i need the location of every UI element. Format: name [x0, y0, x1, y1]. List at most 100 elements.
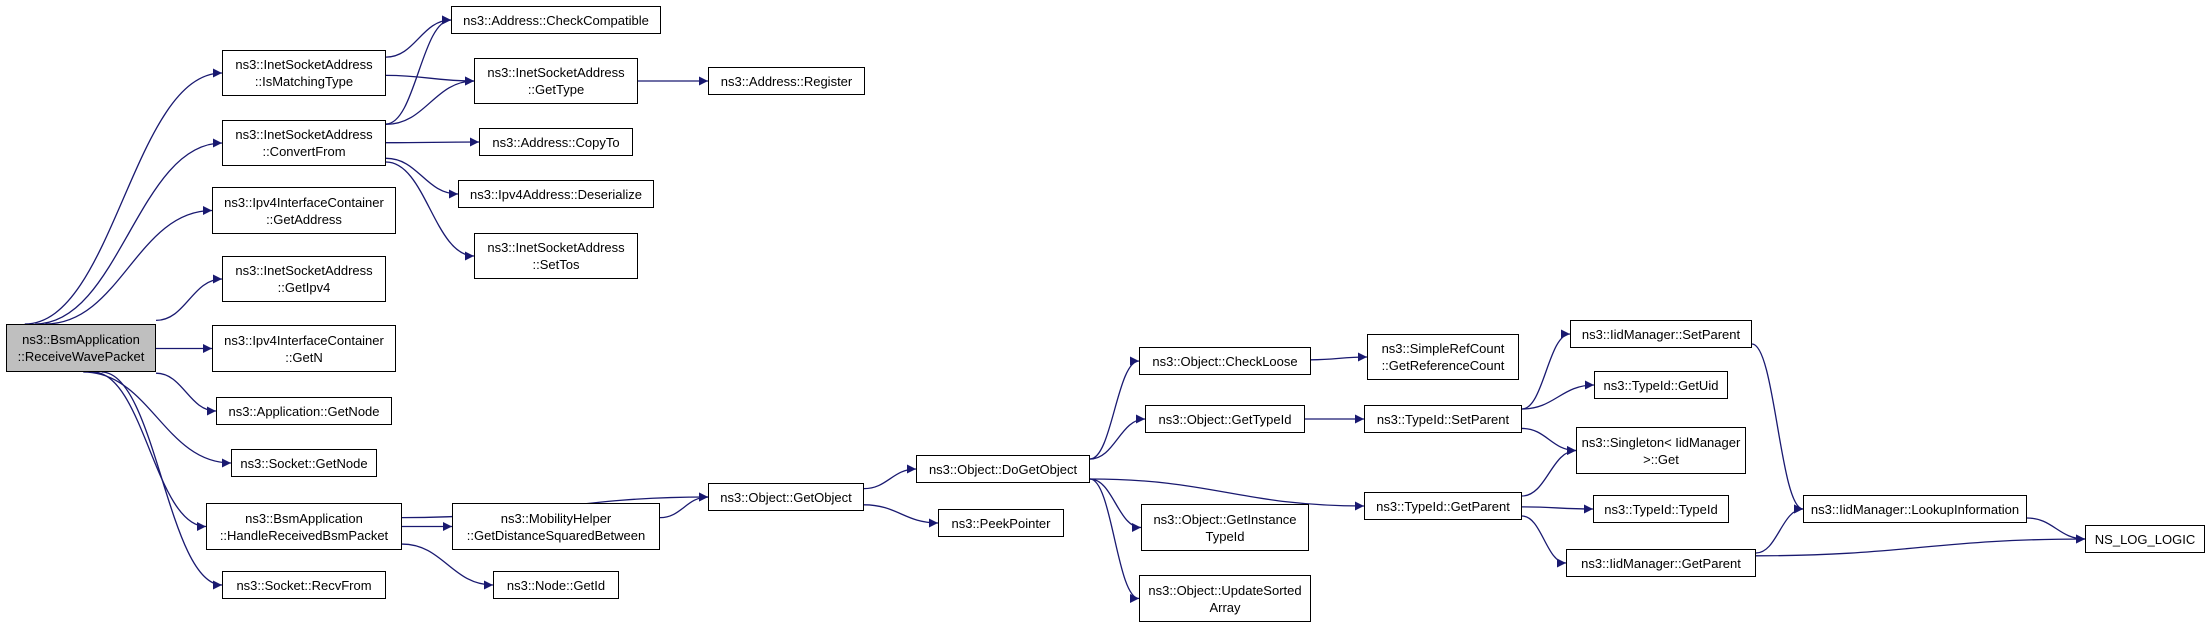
- node-label: ns3::InetSocketAddress: [487, 240, 625, 255]
- node-typeid-typeid[interactable]: ns3::TypeId::TypeId: [1593, 495, 1729, 523]
- node-check-compatible[interactable]: ns3::Address::CheckCompatible: [451, 6, 661, 34]
- node-app-get-node[interactable]: ns3::Application::GetNode: [216, 397, 392, 425]
- edge-typeid_set_parent-to-typeid_get_uid: [1521, 380, 1595, 410]
- node-socket-get-node[interactable]: ns3::Socket::GetNode: [231, 449, 377, 477]
- edge-typeid_get_parent-to-iid_get_parent: [1521, 515, 1567, 568]
- node-update-sorted-array[interactable]: ns3::Object::UpdateSorted Array: [1139, 575, 1311, 622]
- node-label: ns3::IidManager::GetParent: [1581, 555, 1741, 571]
- node-label: ns3::IidManager::SetParent: [1581, 326, 1741, 342]
- node-typeid-get-parent[interactable]: ns3::TypeId::GetParent: [1364, 492, 1522, 520]
- edge-convert_from-to-address_copy_to: [385, 137, 480, 147]
- node-mobility-distance[interactable]: ns3::MobilityHelper ::GetDistanceSquared…: [452, 503, 660, 550]
- node-label: >::Get: [1643, 451, 1679, 467]
- node-label: ns3::Socket::RecvFrom: [236, 577, 372, 593]
- node-get-instance-type-id[interactable]: ns3::Object::GetInstance TypeId: [1141, 504, 1309, 551]
- node-ipv4ic-get-n[interactable]: ns3::Ipv4InterfaceContainer ::GetN: [212, 325, 396, 372]
- node-object-get-type-id[interactable]: ns3::Object::GetTypeId: [1145, 405, 1305, 433]
- node-label: ns3::Singleton< IidManager: [1581, 434, 1741, 450]
- edge-receive_wave_packet-to-ipv4ic_get_address: [45, 206, 213, 325]
- node-iid-get-parent[interactable]: ns3::IidManager::GetParent: [1566, 549, 1756, 577]
- node-set-tos[interactable]: ns3::InetSocketAddress ::SetTos: [474, 233, 638, 279]
- edge-iid_get_parent-to-ns_log_logic: [1755, 534, 2086, 557]
- edge-convert_from-to-check_compatible: [385, 15, 452, 125]
- node-label: TypeId: [1205, 528, 1245, 544]
- node-lookup-information[interactable]: ns3::IidManager::LookupInformation: [1803, 495, 2027, 523]
- node-label: ns3::TypeId::SetParent: [1376, 411, 1510, 427]
- node-address-copy-to[interactable]: ns3::Address::CopyTo: [479, 128, 633, 156]
- node-inet-get-type[interactable]: ns3::InetSocketAddress ::GetType: [474, 58, 638, 104]
- node-label: ::SetTos: [532, 257, 580, 272]
- node-node-get-id[interactable]: ns3::Node::GetId: [493, 571, 619, 599]
- node-label: ns3::Ipv4InterfaceContainer: [224, 194, 384, 210]
- node-label: ns3::TypeId::GetParent: [1376, 498, 1510, 514]
- node-iid-set-parent[interactable]: ns3::IidManager::SetParent: [1570, 320, 1752, 348]
- edge-check_loose-to-get_reference_count: [1310, 352, 1368, 362]
- edge-typeid_get_parent-to-typeid_typeid: [1521, 504, 1594, 514]
- edge-receive_wave_packet-to-handle_received_bsm: [92, 371, 207, 531]
- node-label: ns3::Node::GetId: [506, 577, 606, 593]
- node-label: ns3::Object::GetObject: [720, 489, 852, 505]
- node-receive-wave-packet: ns3::BsmApplication ::ReceiveWavePacket: [6, 324, 156, 372]
- node-typeid-set-parent[interactable]: ns3::TypeId::SetParent: [1364, 405, 1522, 433]
- edge-lookup_information-to-ns_log_logic: [2026, 517, 2086, 544]
- edge-object_get_object-to-do_get_object: [863, 464, 917, 490]
- node-label: ::ReceiveWavePacket: [17, 349, 145, 364]
- node-check-loose[interactable]: ns3::Object::CheckLoose: [1139, 347, 1311, 375]
- node-is-matching-type[interactable]: ns3::InetSocketAddress ::IsMatchingType: [222, 50, 386, 96]
- node-singleton-get[interactable]: ns3::Singleton< IidManager >::Get: [1576, 427, 1746, 474]
- edge-is_matching_type-to-check_compatible: [385, 15, 452, 58]
- node-label: ns3::Object::UpdateSorted: [1148, 582, 1302, 598]
- edge-do_get_object-to-check_loose: [1089, 356, 1140, 460]
- node-label: ns3::Object::GetInstance: [1153, 511, 1297, 527]
- edge-object_get_object-to-peek_pointer: [863, 504, 939, 528]
- node-label: ns3::BsmApplication: [245, 510, 363, 526]
- node-label: ns3::TypeId::GetUid: [1603, 377, 1719, 393]
- node-label: ns3::Object::GetTypeId: [1158, 411, 1292, 427]
- edge-mobility_distance-to-object_get_object: [659, 492, 709, 519]
- node-label: ns3::TypeId::TypeId: [1604, 501, 1718, 517]
- node-label: ::GetReferenceCount: [1381, 358, 1505, 373]
- node-label: ::GetDistanceSquaredBetween: [466, 527, 646, 543]
- node-address-register[interactable]: ns3::Address::Register: [708, 67, 865, 95]
- edge-receive_wave_packet-to-app_get_node: [155, 372, 217, 416]
- node-label: ns3::Address::CopyTo: [492, 134, 620, 150]
- node-label: ::GetN: [285, 349, 323, 365]
- node-label: ::HandleReceivedBsmPacket: [219, 527, 389, 543]
- edge-convert_from-to-set_tos: [385, 161, 475, 261]
- edge-convert_from-to-ipv4_deserialize: [385, 157, 459, 199]
- node-label: ns3::Object::DoGetObject: [928, 461, 1078, 477]
- node-label: ns3::InetSocketAddress: [235, 263, 373, 278]
- node-convert-from[interactable]: ns3::InetSocketAddress ::ConvertFrom: [222, 120, 386, 166]
- node-recv-from[interactable]: ns3::Socket::RecvFrom: [222, 571, 386, 599]
- node-label: ::GetAddress: [266, 211, 342, 227]
- edge-convert_from-to-inet_get_type: [385, 76, 475, 126]
- node-get-ipv4[interactable]: ns3::InetSocketAddress ::GetIpv4: [222, 256, 386, 302]
- node-do-get-object[interactable]: ns3::Object::DoGetObject: [916, 455, 1090, 483]
- node-label: ns3::Address::Register: [720, 73, 853, 89]
- node-object-get-object[interactable]: ns3::Object::GetObject: [708, 483, 864, 511]
- edge-handle_received_bsm-to-node_get_id: [401, 543, 494, 590]
- node-ipv4ic-get-address[interactable]: ns3::Ipv4InterfaceContainer ::GetAddress: [212, 187, 396, 234]
- node-label: ::ConvertFrom: [262, 144, 346, 159]
- node-typeid-get-uid[interactable]: ns3::TypeId::GetUid: [1594, 371, 1728, 399]
- node-get-reference-count[interactable]: ns3::SimpleRefCount ::GetReferenceCount: [1367, 334, 1519, 380]
- edge-do_get_object-to-update_sorted_array: [1089, 478, 1140, 603]
- edge-do_get_object-to-typeid_get_parent: [1089, 478, 1365, 511]
- node-label: ::IsMatchingType: [254, 74, 354, 89]
- node-label: ns3::InetSocketAddress: [235, 127, 373, 142]
- node-label: ns3::PeekPointer: [951, 515, 1051, 531]
- node-label: ::GetIpv4: [277, 280, 331, 295]
- edge-is_matching_type-to-inet_get_type: [385, 74, 475, 86]
- node-label: ns3::InetSocketAddress: [235, 57, 373, 72]
- node-peek-pointer[interactable]: ns3::PeekPointer: [938, 509, 1064, 537]
- node-ipv4-deserialize[interactable]: ns3::Ipv4Address::Deserialize: [458, 180, 654, 208]
- node-label: ns3::Object::CheckLoose: [1152, 353, 1298, 369]
- node-label: ns3::BsmApplication: [22, 332, 140, 347]
- edge-typeid_set_parent-to-singleton_get: [1521, 427, 1577, 455]
- node-label: ns3::Address::CheckCompatible: [463, 12, 649, 28]
- node-label: ns3::InetSocketAddress: [487, 65, 625, 80]
- node-label: ns3::MobilityHelper: [500, 510, 612, 526]
- node-ns-log-logic[interactable]: NS_LOG_LOGIC: [2085, 525, 2205, 553]
- node-handle-received-bsm[interactable]: ns3::BsmApplication ::HandleReceivedBsmP…: [206, 503, 402, 550]
